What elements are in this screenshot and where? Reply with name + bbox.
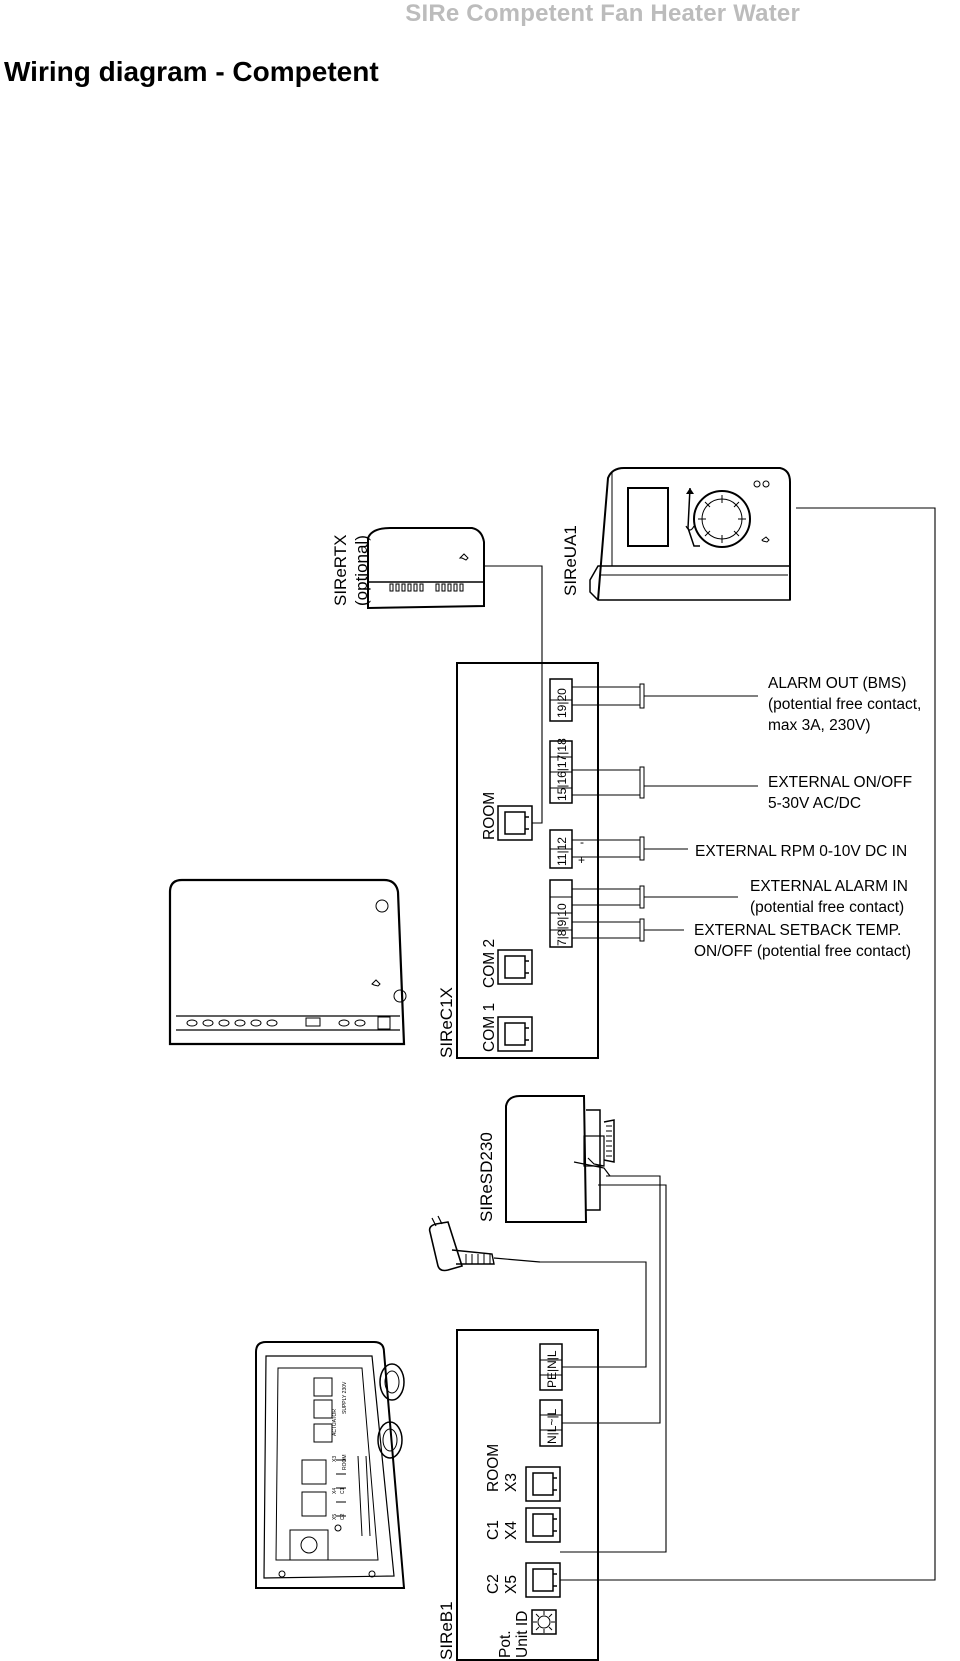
terminal-pe-n-l: PE|N|L — [545, 1350, 559, 1388]
svg-text:ALARM OUT (BMS): ALARM OUT (BMS) — [768, 675, 906, 692]
siresd230-label: SIReSD230 — [477, 1132, 496, 1222]
sirec1x-box — [456, 662, 599, 1059]
sireb1-x4-label: X4 — [503, 1521, 520, 1540]
svg-text:max 3A, 230V): max 3A, 230V) — [768, 717, 871, 734]
sirertx-note: (optional) — [352, 535, 371, 606]
svg-text:EXTERNAL SETBACK TEMP.: EXTERNAL SETBACK TEMP. — [694, 922, 901, 939]
x4-jack — [525, 1507, 561, 1543]
sirertx-label: SIReRTX — [331, 535, 350, 607]
external-rpm-label: EXTERNAL RPM 0-10V DC IN — [695, 843, 907, 860]
external-setback-label: EXTERNAL SETBACK TEMP. ON/OFF (potential… — [694, 922, 911, 960]
sireb1-x5-label: X5 — [503, 1575, 520, 1594]
com2-port-label: COM 2 — [481, 939, 498, 988]
terminal-plus: + — [578, 853, 585, 867]
sireua1-device — [589, 467, 791, 601]
terminal-11-12: 11|12 — [555, 837, 569, 866]
page-title: Wiring diagram - Competent — [4, 56, 379, 87]
power-plug — [428, 1215, 541, 1272]
svg-text:(potential free contact,: (potential free contact, — [768, 696, 921, 713]
sirec1x-device — [168, 878, 407, 1046]
pot-label: Pot. — [497, 1630, 514, 1658]
sireb1-c1-label: C1 — [485, 1520, 502, 1540]
com1-port-label: COM 1 — [481, 1003, 498, 1052]
x5-jack — [525, 1562, 561, 1598]
x3-jack — [525, 1466, 561, 1502]
svg-text:X4: X4 — [332, 1488, 338, 1494]
alarm-out-label: ALARM OUT (BMS) (potential free contact,… — [768, 675, 921, 734]
terminal-n-l-l: N|L~|L — [545, 1408, 559, 1444]
sireb1-box — [456, 1329, 599, 1661]
svg-text:SUPPLY 230V: SUPPLY 230V — [342, 1381, 348, 1414]
svg-text:(potential free contact): (potential free contact) — [750, 899, 904, 916]
siresd230-device — [505, 1095, 615, 1223]
sirec1x-label: SIReC1X — [437, 987, 456, 1058]
svg-text:5-30V AC/DC: 5-30V AC/DC — [768, 795, 861, 812]
svg-text:ON/OFF (potential free contact: ON/OFF (potential free contact) — [694, 943, 911, 960]
svg-text:EXTERNAL ON/OFF: EXTERNAL ON/OFF — [768, 774, 912, 791]
svg-text:C1: C1 — [340, 1487, 346, 1494]
svg-text:X5: X5 — [332, 1514, 338, 1520]
sirertx-device — [367, 527, 485, 610]
terminal-minus: - — [580, 835, 584, 849]
pot-unit-id-dial — [531, 1609, 557, 1635]
external-alarm-in-label: EXTERNAL ALARM IN (potential free contac… — [750, 878, 908, 916]
sireb1-room-label: ROOM — [485, 1444, 502, 1492]
terminal-19-20: 19|20 — [555, 688, 569, 718]
sireb1-device — [255, 1341, 406, 1589]
pcb-print: SUPPLY 230V ACTUATOR ROOM X3 X4 C1 X5 C2 — [332, 1381, 348, 1520]
com1-jack — [497, 1016, 533, 1052]
room-jack — [497, 805, 533, 841]
svg-text:ACTUATOR: ACTUATOR — [332, 1409, 338, 1436]
svg-text:C2: C2 — [340, 1513, 346, 1520]
svg-text:EXTERNAL ALARM IN: EXTERNAL ALARM IN — [750, 878, 908, 895]
terminal-7-10: 7|8|9|10 — [555, 903, 569, 946]
room-port-label: ROOM — [481, 792, 498, 840]
sireb1-x3-label: X3 — [503, 1473, 520, 1492]
document-header: SIRe Competent Fan Heater Water — [405, 0, 800, 27]
terminal-15-18: 15|16|17|18 — [555, 738, 569, 801]
sireua1-label: SIReUA1 — [561, 525, 580, 596]
svg-text:ROOM: ROOM — [342, 1454, 348, 1470]
wiring-lines — [484, 507, 936, 1581]
sireb1-c2-label: C2 — [485, 1574, 502, 1594]
com2-jack — [497, 949, 533, 985]
external-onoff-label: EXTERNAL ON/OFF 5-30V AC/DC — [768, 774, 912, 812]
sireb1-label: SIReB1 — [437, 1601, 456, 1660]
unit-id-label: Unit ID — [514, 1611, 531, 1658]
svg-text:X3: X3 — [332, 1456, 338, 1462]
